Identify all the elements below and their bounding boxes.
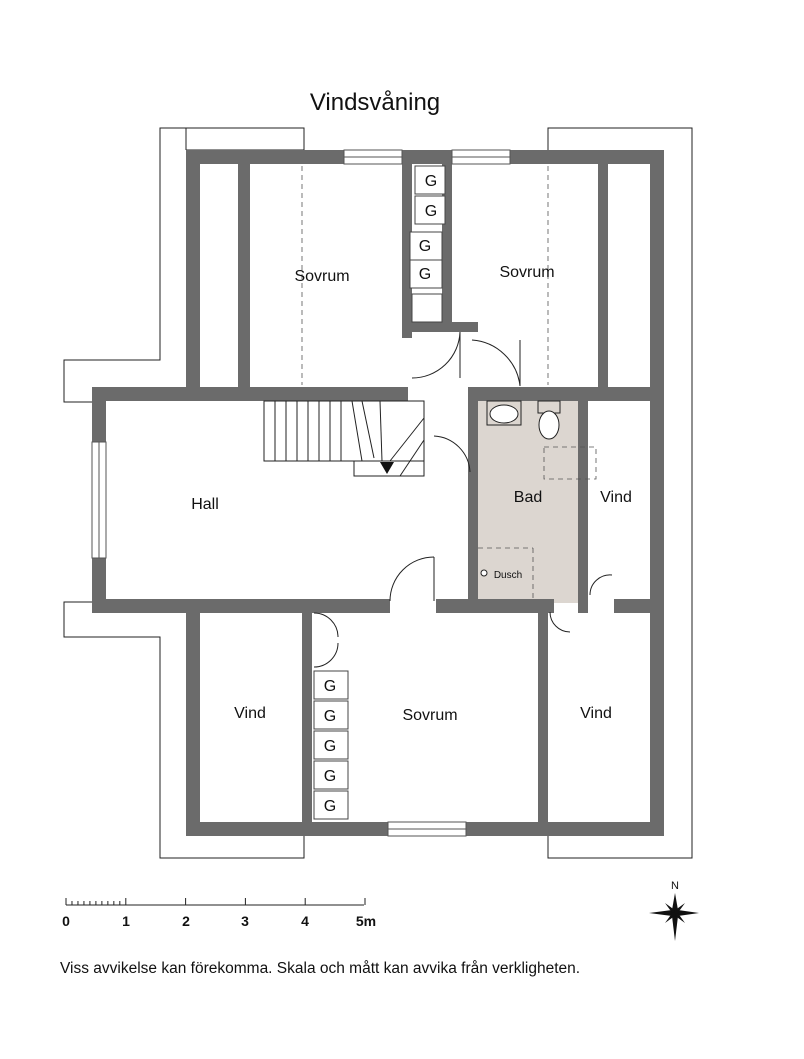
closet-label: G	[419, 238, 431, 255]
scale-label: 3	[241, 913, 249, 929]
sink-icon	[489, 404, 519, 424]
room-label-sovrum-s: Sovrum	[402, 707, 457, 724]
room-label-dusch: Dusch	[494, 570, 522, 581]
floor-title: Vindsvåning	[310, 89, 440, 116]
room-label-vind-se: Vind	[580, 705, 612, 722]
room-label-vind-sw: Vind	[234, 705, 266, 722]
staircase	[263, 400, 425, 477]
toilet-icon	[538, 410, 560, 440]
windows	[91, 149, 511, 837]
disclaimer-text: Viss avvikelse kan förekomma. Skala och …	[60, 960, 580, 977]
bathroom-fixtures	[480, 400, 561, 577]
closet-label: G	[324, 738, 336, 755]
shower-icon	[480, 569, 488, 577]
closet-label: G	[425, 203, 437, 220]
closets	[313, 165, 446, 820]
scale-label: 2	[182, 913, 190, 929]
stair-direction-arrow	[380, 462, 394, 474]
doors	[313, 331, 613, 668]
closet-label: G	[324, 678, 336, 695]
closet-label: G	[425, 173, 437, 190]
room-label-sovrum-ne: Sovrum	[499, 264, 554, 281]
room-label-sovrum-nw: Sovrum	[294, 268, 349, 285]
roof-outline	[63, 127, 693, 859]
closet-label: G	[324, 798, 336, 815]
walls	[92, 150, 664, 836]
scale-label: 5m	[356, 913, 376, 929]
scale-label: 4	[301, 913, 309, 929]
room-label-bad: Bad	[514, 489, 542, 506]
compass-north-label: N	[671, 880, 679, 892]
bathroom-floor	[475, 398, 585, 603]
scale-label: 0	[62, 913, 70, 929]
closet-label: G	[324, 768, 336, 785]
closet-label: G	[324, 708, 336, 725]
room-label-hall: Hall	[191, 496, 219, 513]
scale-label: 1	[122, 913, 130, 929]
compass-rose: N	[649, 880, 699, 941]
room-labels: Sovrum Sovrum Hall Bad Vind Dusch Vind S…	[191, 264, 632, 724]
scale-bar: 0 1 2 3 4 5m	[62, 898, 376, 929]
closet-label: G	[419, 266, 431, 283]
closet-labels: G G G G G G G G G	[324, 173, 437, 815]
room-label-vind-e: Vind	[600, 489, 632, 506]
